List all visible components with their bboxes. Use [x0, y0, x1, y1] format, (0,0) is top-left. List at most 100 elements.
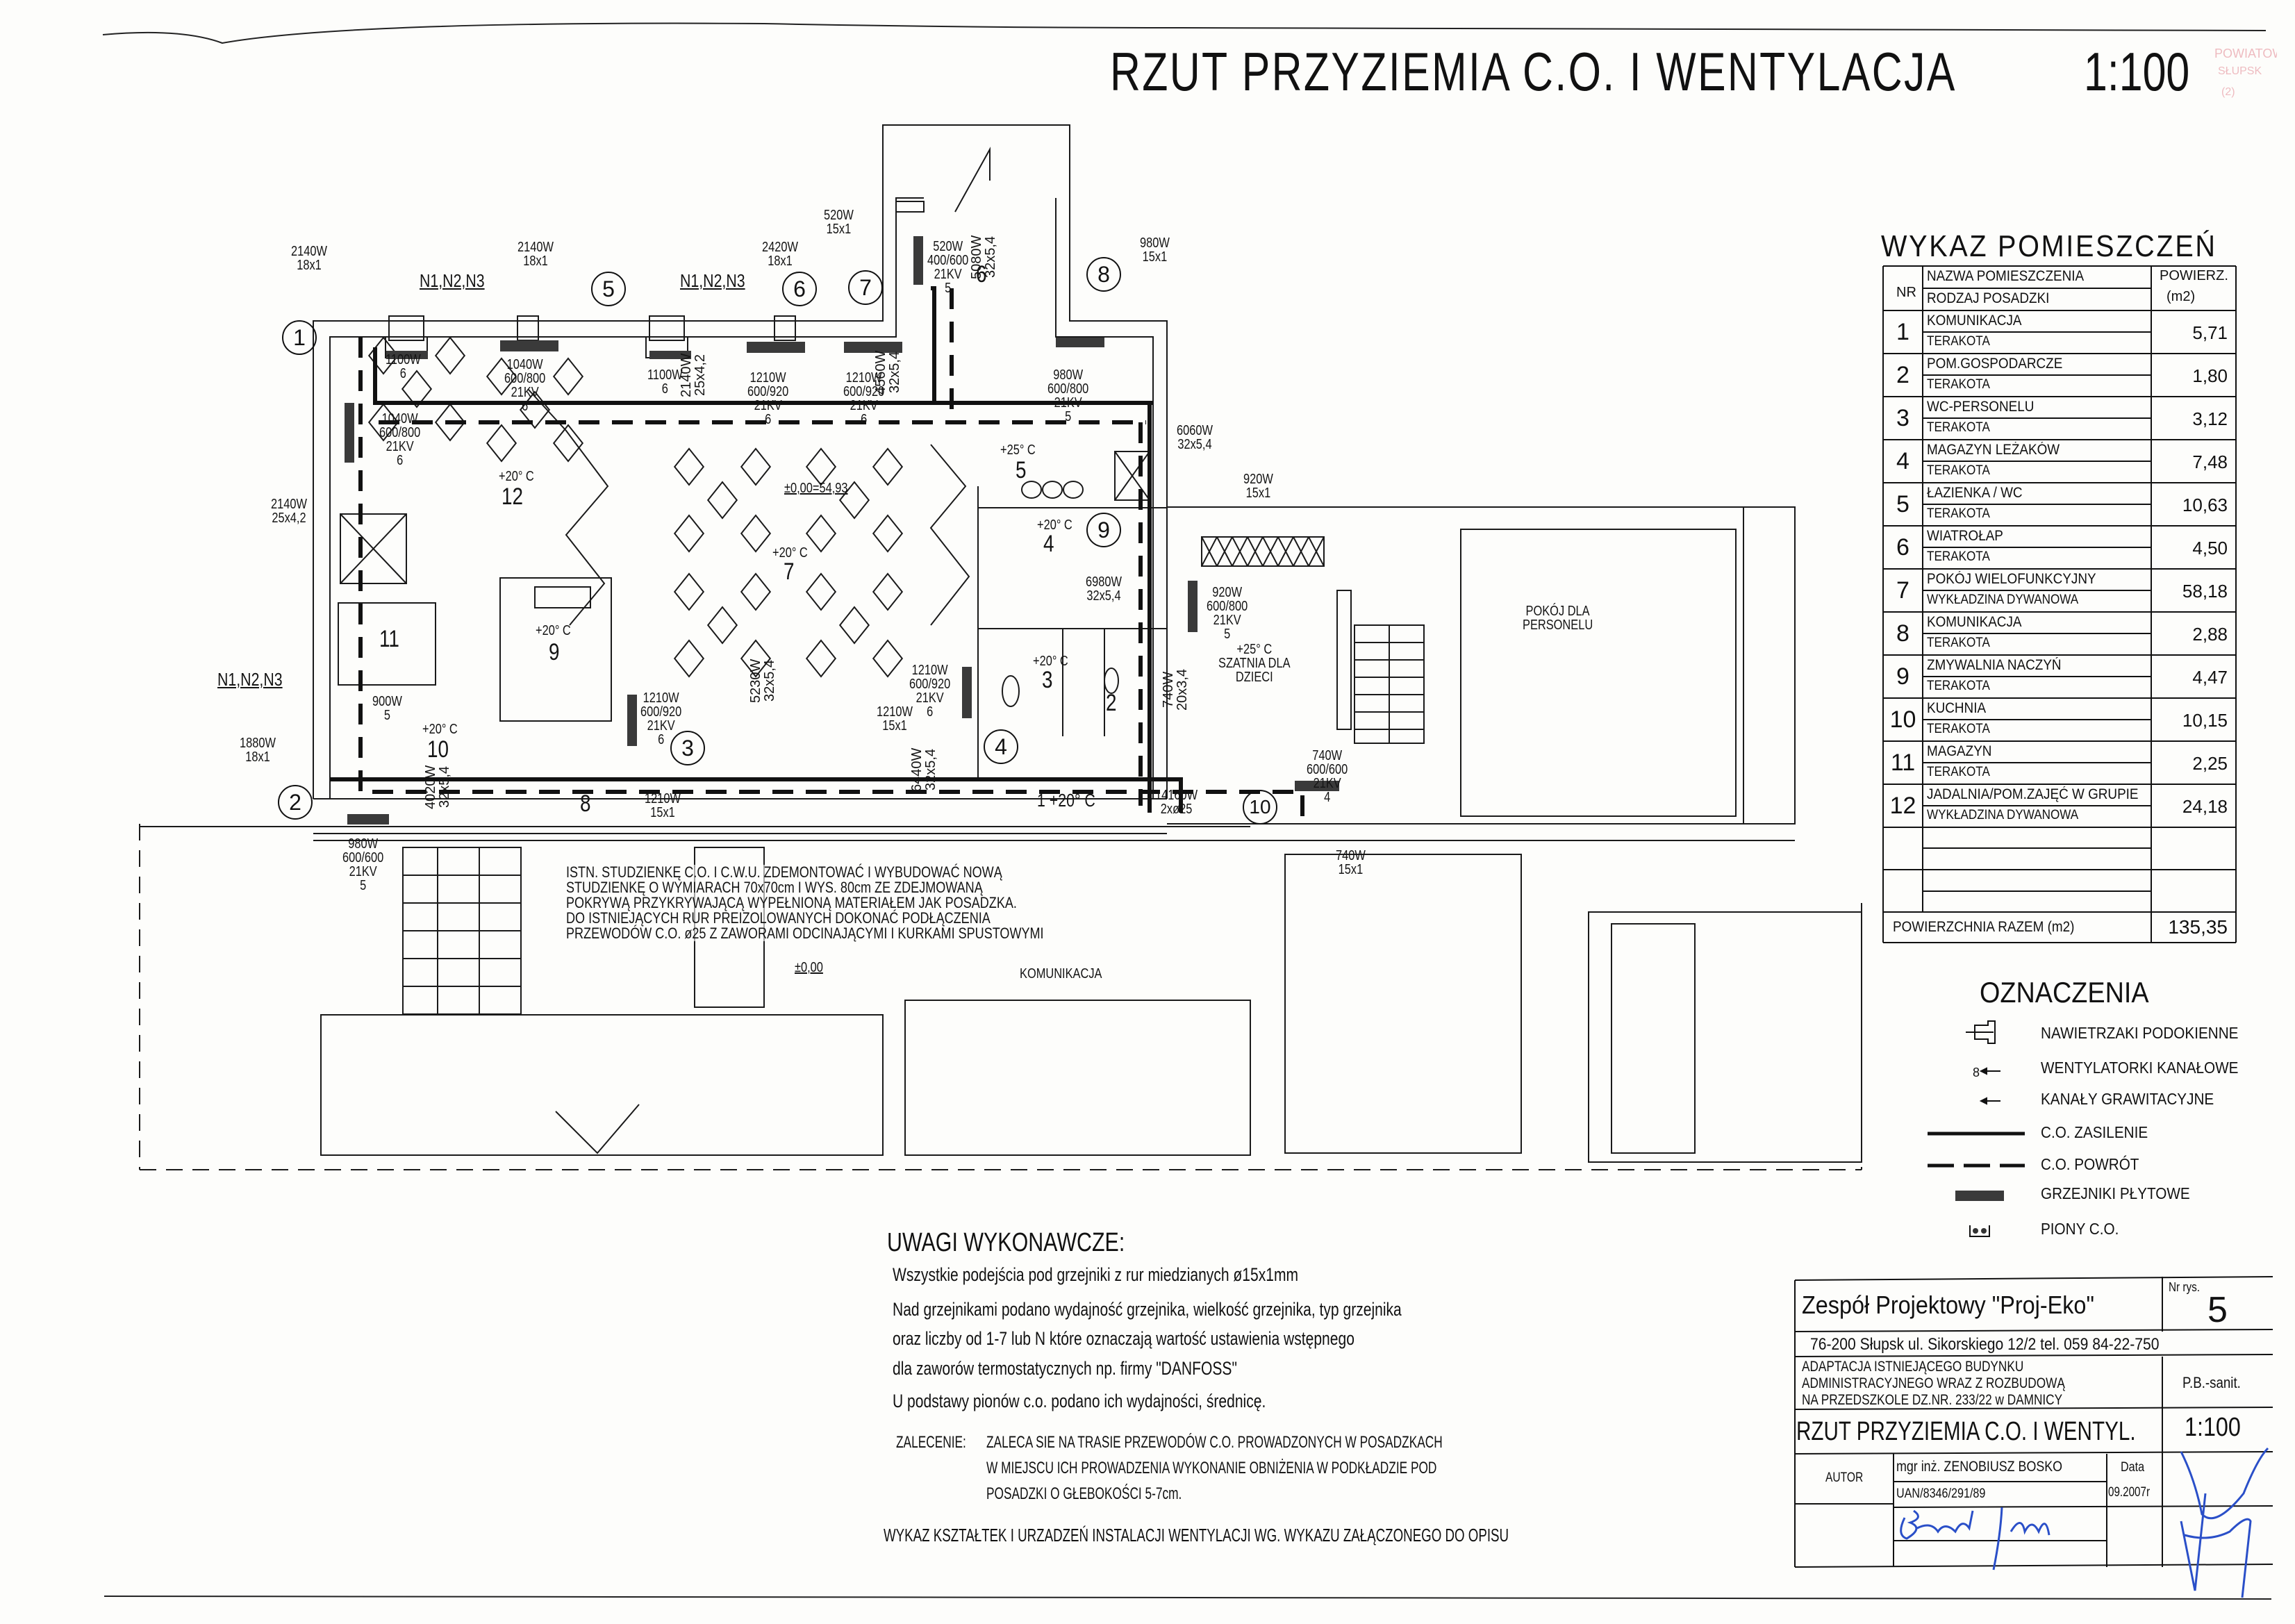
room-temperature: +20° C	[772, 545, 808, 561]
legend-label: C.O. POWRÓT	[2041, 1155, 2139, 1173]
room-floor: TERAKOTA	[1927, 377, 1990, 392]
walls	[139, 124, 1862, 1170]
room-number: 4	[1043, 531, 1054, 557]
license-number: UAN/8346/291/89	[1896, 1486, 1986, 1501]
co-supply-pipe	[330, 286, 1183, 813]
room-name: KUCHNIA	[1927, 700, 1987, 716]
company-name: Zespół Projektowy "Proj-Eko"	[1802, 1291, 2094, 1319]
room-area: 5,71	[2192, 322, 2228, 343]
room-marker: 1	[282, 320, 317, 355]
notes-title: UWAGI WYKONAWCZE:	[887, 1228, 1125, 1257]
room-name: MAGAZYN LEŻAKÓW	[1927, 442, 2060, 458]
chair-diamond	[367, 403, 399, 442]
chair-diamond	[805, 447, 837, 486]
room-floor: TERAKOTA	[1927, 722, 1990, 736]
note-line: dla zaworów termostatycznych np. firmy "…	[893, 1358, 1237, 1379]
chair-diamond	[740, 639, 772, 678]
solid-line-icon	[1928, 1132, 2025, 1136]
radiator-label: 1100W 6	[386, 352, 421, 381]
date-label: Data	[2121, 1460, 2145, 1475]
room-marker: 8	[1086, 257, 1121, 292]
notes-footer: WYKAZ KSZTAŁTEK I URZADZEŃ INSTALACJI WE…	[884, 1525, 1509, 1546]
header-area: POWIERZ.	[2160, 268, 2228, 283]
room-area: 7,48	[2192, 451, 2228, 472]
sheet-scale: 1:100	[2185, 1413, 2241, 1442]
room-number: 12	[502, 483, 524, 510]
legend-label: NAWIETRZAKI PODOKIENNE	[2041, 1024, 2239, 1042]
header-nr: NR	[1896, 285, 1916, 300]
room-name: KOMUNIKACJA	[1927, 614, 2022, 630]
radiator-label: 520W 400/600 21KV 5	[927, 239, 969, 296]
chair-diamond	[552, 424, 584, 463]
chair-diamond	[673, 514, 705, 553]
legend-label: PIONY C.O.	[2041, 1220, 2119, 1238]
elevation-label: ±0,00=54,93	[784, 481, 848, 496]
room-area: 10,15	[2182, 710, 2228, 731]
date-value: 09.2007r	[2108, 1485, 2151, 1500]
room-name: ZMYWALNIA NACZYŃ	[1927, 657, 2062, 673]
room-temperature: +20° C	[499, 469, 534, 484]
chair-diamond	[552, 357, 584, 396]
room-name: POKÓJ WIELOFUNKCYJNY	[1927, 571, 2096, 587]
room-number: 2	[1106, 690, 1117, 716]
company-address: 76-200 Słupsk ul. Sikorskiego 12/2 tel. …	[1810, 1335, 2160, 1354]
room-area: 4,50	[2192, 538, 2228, 558]
room-nr: 12	[1889, 793, 1916, 819]
window-vent-icon	[1966, 1020, 1996, 1044]
room-area: 24,18	[2182, 796, 2228, 817]
room-nr: 4	[1896, 448, 1909, 474]
room-temperature: +20° C	[422, 722, 458, 737]
chair-diamond	[838, 606, 870, 645]
room-name: POM.GOSPODARCZE	[1927, 356, 2063, 372]
chair-diamond	[872, 639, 904, 678]
room-nr: 3	[1896, 405, 1909, 431]
pipe-label: 1880W 18x1	[240, 736, 276, 765]
rooms-table-title: WYKAZ POMIESZCZEŃ	[1881, 229, 2217, 263]
room-temperature: +20° C	[1037, 517, 1072, 533]
sheet-title: RZUT PRZYZIEMIA C.O. I WENTYL.	[1796, 1417, 2136, 1446]
room-name: KOMUNIKACJA	[1927, 313, 2022, 329]
dashed-line-icon	[1928, 1163, 2025, 1168]
room-nr: 5	[1896, 491, 1909, 517]
room-name: WIATROŁAP	[1927, 528, 2003, 544]
room-marker: 5	[591, 272, 626, 306]
chair-diamond	[673, 447, 705, 486]
chair-diamond	[486, 357, 517, 396]
room-number: 5	[1016, 457, 1027, 483]
recommendation-line: ZALECA SIE NA TRASIE PRZEWODÓW C.O. PROW…	[986, 1433, 1443, 1452]
staircase	[1354, 624, 1425, 744]
room-number: 3	[1042, 667, 1053, 693]
svg-text:(2): (2)	[2221, 86, 2235, 98]
chair-diamond	[805, 514, 837, 553]
note-line: U podstawy pionów c.o. podano ich wydajn…	[893, 1391, 1266, 1411]
storage-hatch	[1201, 536, 1325, 567]
duct-fan-icon: 8	[1973, 1066, 2000, 1079]
pipe-label: 1210W 15x1	[645, 791, 681, 820]
author-name: mgr inż. ZENOBIUSZ BOSKO	[1896, 1459, 2063, 1475]
legend-label: WENTYLATORKI KANAŁOWE	[2041, 1059, 2239, 1077]
svg-text:8: 8	[1973, 1066, 1980, 1079]
radiator-label: 1210W 600/920 21KV 6	[909, 663, 951, 720]
recommendation-label: ZALECENIE:	[896, 1433, 966, 1452]
room-marker: 9	[1086, 513, 1121, 547]
chair-diamond	[740, 447, 772, 486]
radiator-label: 980W 600/600 21KV 5	[342, 836, 384, 893]
chair-diamond	[486, 424, 517, 463]
header-unit: (m2)	[2166, 289, 2196, 304]
room-floor: TERAKOTA	[1927, 636, 1990, 650]
chair-diamond	[434, 403, 466, 442]
chair-diamond	[872, 572, 904, 611]
chair-diamond	[706, 481, 738, 520]
room-area: 1,80	[2192, 365, 2228, 386]
pipe-label: 920W 15x1	[1243, 472, 1273, 501]
room-area: 2,88	[2192, 624, 2228, 645]
room-marker: 6	[782, 272, 817, 306]
room-temperature: 1 +20° C	[1037, 790, 1095, 811]
radiator-label: 1210W 600/920 21KV 6	[843, 370, 885, 427]
recommendation-line: W MIEJSCU ICH PROWADZENIA WYKONANIE OBNI…	[986, 1459, 1437, 1477]
svg-text:POWIATOWA: POWIATOWA	[2214, 47, 2277, 60]
room-floor: TERAKOTA	[1927, 506, 1990, 521]
